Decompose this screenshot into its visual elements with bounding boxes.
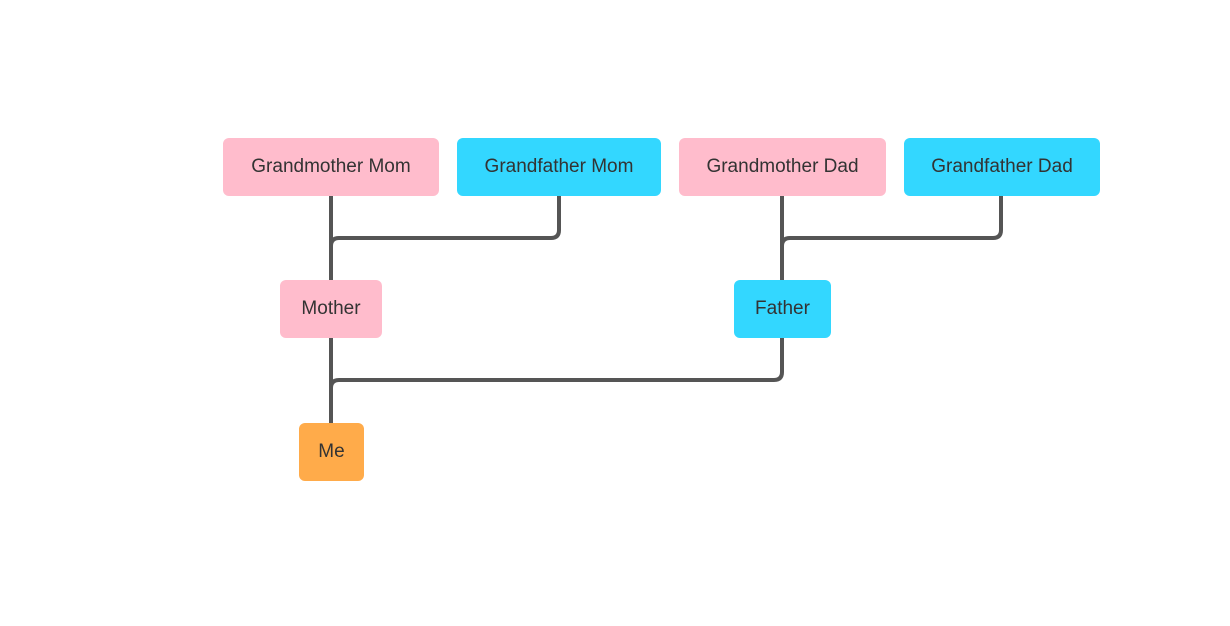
node-label: Grandmother Dad [706,156,859,177]
node-grandfather-mom[interactable]: Grandfather Mom [457,138,661,196]
node-label: Mother [301,298,361,319]
node-grandfather-dad[interactable]: Grandfather Dad [904,138,1100,196]
connector-parents-to-me [329,336,784,426]
node-me[interactable]: Me [299,423,364,481]
node-label: Me [318,441,345,462]
node-grandmother-dad[interactable]: Grandmother Dad [679,138,886,196]
node-grandmother-mom[interactable]: Grandmother Mom [223,138,439,196]
node-mother[interactable]: Mother [280,280,382,338]
node-label: Grandfather Dad [931,156,1073,177]
node-label: Grandfather Mom [484,156,634,177]
node-label: Father [755,298,810,319]
connector-dad-parents-to-father [780,194,1003,284]
node-label: Grandmother Mom [251,156,411,177]
node-father[interactable]: Father [734,280,831,338]
